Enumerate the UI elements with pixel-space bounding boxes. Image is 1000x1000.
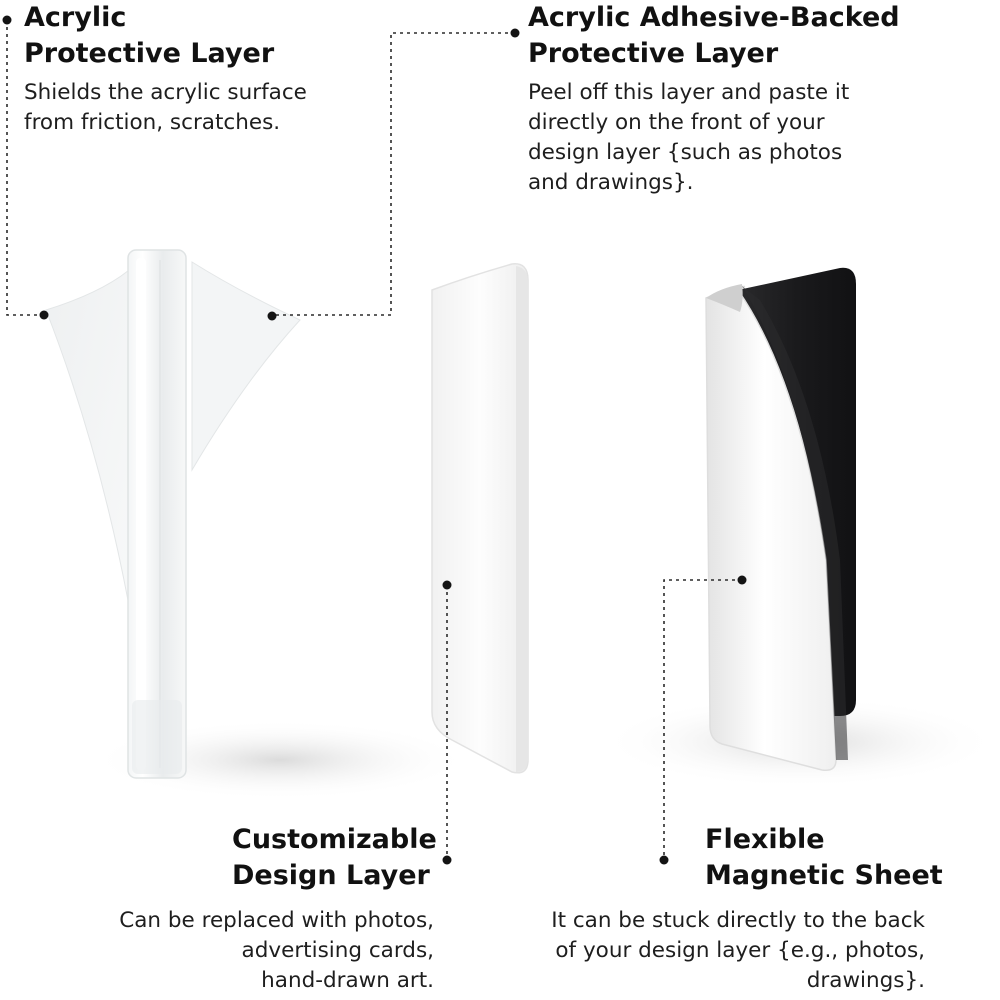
description-line: hand-drawn art. (261, 968, 434, 993)
magnetic-sheet (705, 267, 856, 772)
title-line: Flexible (705, 824, 825, 855)
anchor-dots (2, 15, 747, 865)
title-line: Protective Layer (24, 38, 275, 69)
dot-acrylic-protective-title (2, 15, 12, 25)
dot-adhesive-backed-target (267, 311, 277, 321)
description-line: It can be stuck directly to the back (551, 908, 925, 933)
right-protective-film (191, 261, 301, 472)
leader-line-adhesive-backed (272, 32, 515, 316)
title-line: Design Layer (232, 860, 430, 891)
magnetic-sheet-title: Flexible Magnetic Sheet (705, 822, 943, 894)
description-line: directly on the front of your (528, 110, 825, 135)
title-line: Magnetic Sheet (705, 860, 943, 891)
leader-line-acrylic-protective (6, 20, 44, 316)
title-line: Protective Layer (528, 38, 779, 69)
description-line: drawings}. (806, 968, 925, 993)
description-line: Shields the acrylic surface (24, 80, 307, 105)
dot-acrylic-protective-target (39, 310, 49, 320)
dot-magnetic-sheet-title (659, 855, 669, 865)
description-line: from friction, scratches. (24, 110, 281, 135)
description-line: and drawings}. (528, 170, 694, 195)
dot-magnetic-sheet-target (737, 575, 747, 585)
acrylic-block (127, 249, 187, 779)
description-line: of your design layer {e.g., photos, (555, 938, 925, 963)
title-line: Customizable (232, 824, 437, 855)
dot-design-layer-target (442, 580, 452, 590)
design-layer-description: Can be replaced with photos, advertising… (119, 906, 434, 996)
magnetic-sheet-description: It can be stuck directly to the back of … (551, 906, 925, 996)
acrylic-protective-layer-description: Shields the acrylic surface from frictio… (24, 78, 307, 138)
adhesive-backed-layer-description: Peel off this layer and paste it directl… (528, 78, 849, 198)
leader-line-magnetic-sheet (663, 579, 742, 860)
title-line: Acrylic (24, 2, 127, 33)
dot-design-layer-title (442, 855, 452, 865)
acrylic-protective-layer-title: Acrylic Protective Layer (24, 0, 274, 72)
description-line: Can be replaced with photos, (119, 908, 434, 933)
description-line: advertising cards, (241, 938, 434, 963)
leader-lines (6, 20, 742, 860)
dot-adhesive-backed-title (510, 28, 520, 38)
title-line: Acrylic Adhesive-Backed (528, 2, 900, 33)
adhesive-backed-layer-title: Acrylic Adhesive-Backed Protective Layer (528, 0, 900, 72)
description-line: design layer {such as photos (528, 140, 843, 165)
design-layer-card (431, 263, 529, 774)
design-layer-title: Customizable Design Layer (232, 822, 437, 894)
description-line: Peel off this layer and paste it (528, 80, 850, 105)
